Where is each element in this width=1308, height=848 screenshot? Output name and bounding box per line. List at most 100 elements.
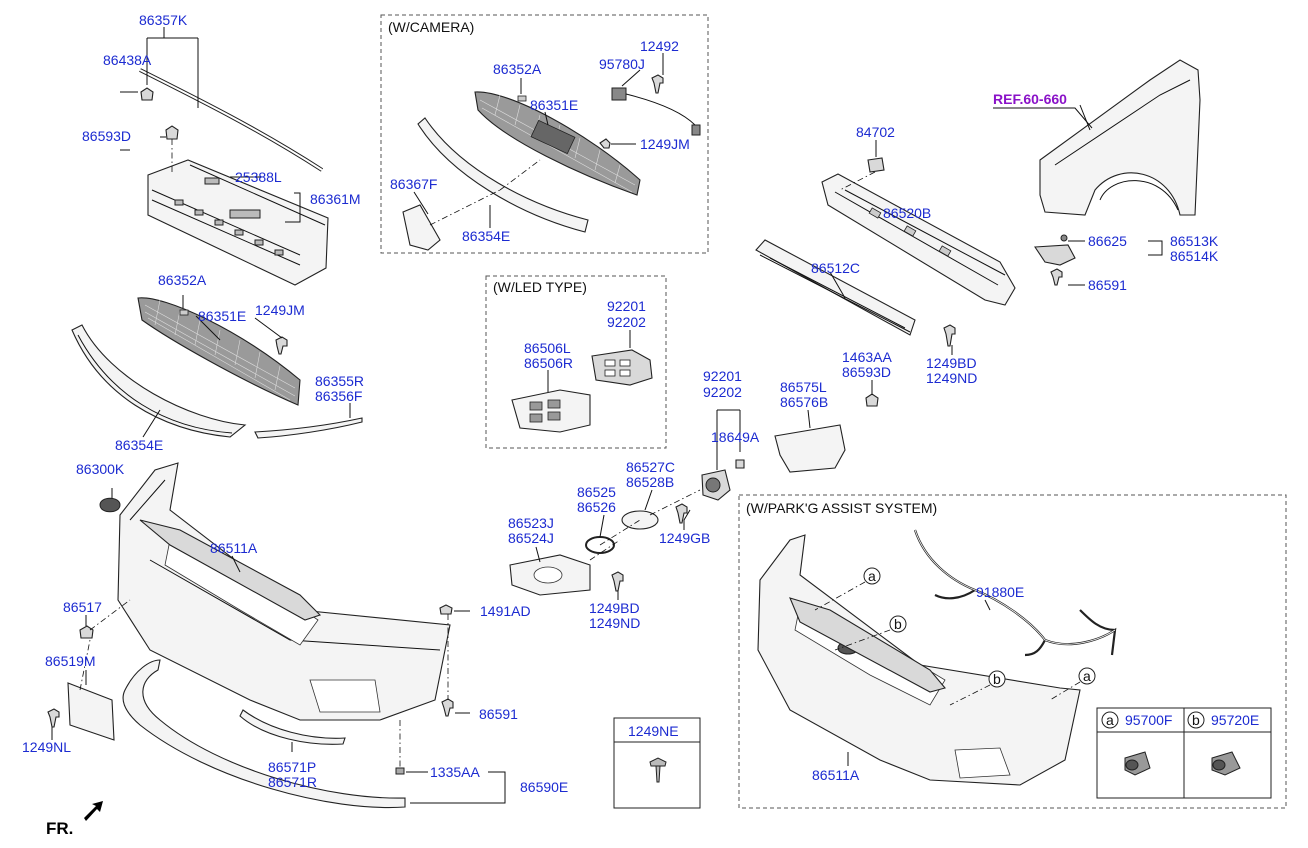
- callout-b-low: [988, 670, 1006, 688]
- label-12492[interactable]: 12492: [640, 38, 679, 54]
- label-1249ND-low[interactable]: 1249ND: [589, 615, 640, 631]
- label-18649A[interactable]: 18649A: [711, 429, 760, 445]
- label-1335AA[interactable]: 1335AA: [430, 764, 480, 780]
- bracket-84702: [867, 157, 885, 173]
- label-86520B[interactable]: 86520B: [883, 205, 931, 221]
- fender-assembly: [1034, 59, 1201, 286]
- label-86506L[interactable]: 86506L: [524, 340, 571, 356]
- grille-mesh-left: [137, 297, 301, 406]
- label-86571R[interactable]: 86571R: [268, 774, 317, 790]
- label-86576B[interactable]: 86576B: [780, 394, 828, 410]
- label-86356F[interactable]: 86356F: [315, 388, 362, 404]
- label-86514K[interactable]: 86514K: [1170, 248, 1219, 264]
- label-1249JM-camera[interactable]: 1249JM: [640, 136, 690, 152]
- label-86512C[interactable]: 86512C: [811, 260, 860, 276]
- callout-a-right-letter: a: [1083, 668, 1091, 684]
- led-group-title: (W/LED TYPE): [493, 279, 587, 295]
- label-86355R[interactable]: 86355R: [315, 373, 364, 389]
- bolt-12492: [651, 74, 664, 94]
- label-86351E-left[interactable]: 86351E: [198, 308, 246, 324]
- label-1249NL[interactable]: 1249NL: [22, 739, 71, 755]
- impact-beam-assembly: [755, 140, 1016, 473]
- label-86438A[interactable]: 86438A: [103, 52, 152, 68]
- label-86526[interactable]: 86526: [577, 499, 616, 515]
- label-1491AD[interactable]: 1491AD: [480, 603, 531, 619]
- label-86571P[interactable]: 86571P: [268, 759, 316, 775]
- lower-beam-86512C: [755, 239, 916, 336]
- clip-86352A-camera: [517, 95, 527, 102]
- park-assist-group-title: (W/PARK'G ASSIST SYSTEM): [746, 500, 937, 516]
- screw-1249NE-icon: [649, 757, 667, 783]
- lip-86571P: [239, 709, 346, 745]
- label-86511A-left[interactable]: 86511A: [210, 540, 258, 556]
- label-84702[interactable]: 84702: [856, 124, 895, 140]
- camera-group-box: [380, 14, 709, 254]
- label-86524J[interactable]: 86524J: [508, 530, 554, 546]
- reference-label[interactable]: REF.60-660: [993, 91, 1067, 107]
- grille-lower-trim: [254, 417, 363, 439]
- radiator-moulding-group: [120, 27, 329, 286]
- label-86352A-left[interactable]: 86352A: [158, 272, 207, 288]
- label-86354E-left[interactable]: 86354E: [115, 437, 163, 453]
- label-86300K[interactable]: 86300K: [76, 461, 125, 477]
- bolt-86591-low: [441, 698, 454, 717]
- bolt-1249JM-left: [275, 336, 288, 355]
- label-86593D[interactable]: 86593D: [82, 128, 131, 144]
- label-95780J[interactable]: 95780J: [599, 56, 645, 72]
- label-86354E-camera[interactable]: 86354E: [462, 228, 510, 244]
- label-92202-led[interactable]: 92202: [607, 314, 646, 330]
- label-86351E-camera[interactable]: 86351E: [530, 97, 578, 113]
- label-86519M[interactable]: 86519M: [45, 653, 96, 669]
- label-1249ND-mid[interactable]: 1249ND: [926, 370, 977, 386]
- label-86591-right[interactable]: 86591: [1088, 277, 1127, 293]
- camera-95780J: [611, 87, 701, 136]
- label-86523J[interactable]: 86523J: [508, 515, 554, 531]
- label-92201-led[interactable]: 92201: [607, 298, 646, 314]
- fog-lamp-assembly: [509, 409, 745, 600]
- label-25388L[interactable]: 25388L: [235, 169, 282, 185]
- grille-assembly-left: [71, 295, 363, 439]
- label-1249JM-left[interactable]: 1249JM: [255, 302, 305, 318]
- label-1463AA[interactable]: 1463AA: [842, 349, 892, 365]
- label-86367F[interactable]: 86367F: [390, 176, 437, 192]
- nut-86625: [1060, 234, 1068, 242]
- label-92201-mid[interactable]: 92201: [703, 368, 742, 384]
- label-86528B[interactable]: 86528B: [626, 474, 674, 490]
- label-92202-mid[interactable]: 92202: [703, 384, 742, 400]
- label-1249GB[interactable]: 1249GB: [659, 530, 710, 546]
- license-bracket-86519M: [67, 682, 115, 741]
- label-91880E[interactable]: 91880E: [976, 584, 1024, 600]
- fender-panel: [1039, 59, 1201, 216]
- led-lamp-assembly: [511, 330, 653, 433]
- bulb-18649A: [735, 459, 745, 469]
- label-86361M[interactable]: 86361M: [310, 191, 361, 207]
- label-86590E[interactable]: 86590E: [520, 779, 568, 795]
- label-86511A-park[interactable]: 86511A: [812, 767, 860, 783]
- label-1249BD-low[interactable]: 1249BD: [589, 600, 640, 616]
- legend-a-letter: a: [1106, 712, 1114, 728]
- clip-86517: [79, 625, 94, 639]
- label-86517[interactable]: 86517: [63, 599, 102, 615]
- led-lamp-86506: [511, 389, 591, 433]
- callout-b-top: [889, 615, 907, 633]
- grille-frame-camera: [417, 117, 589, 233]
- label-86525[interactable]: 86525: [577, 484, 616, 500]
- label-86506R[interactable]: 86506R: [524, 355, 573, 371]
- park-assist-group-box: [738, 494, 1287, 809]
- label-86625[interactable]: 86625: [1088, 233, 1127, 249]
- label-86527C[interactable]: 86527C: [626, 459, 675, 475]
- label-86357K[interactable]: 86357K: [139, 12, 188, 28]
- label-86352A-camera[interactable]: 86352A: [493, 61, 542, 77]
- emblem-86300K: [99, 497, 121, 513]
- clip-86352A-left: [179, 309, 189, 316]
- label-1249BD-mid[interactable]: 1249BD: [926, 355, 977, 371]
- front-arrow-icon: [84, 801, 103, 821]
- bolt-1491AD: [439, 604, 453, 615]
- label-86593D-mid[interactable]: 86593D: [842, 364, 891, 380]
- moulding-strip: [139, 68, 324, 172]
- grille-frame-left: [71, 324, 247, 438]
- callout-a-top-letter: a: [868, 568, 876, 584]
- label-86513K[interactable]: 86513K: [1170, 233, 1219, 249]
- label-86575L[interactable]: 86575L: [780, 379, 827, 395]
- label-86591-low[interactable]: 86591: [479, 706, 518, 722]
